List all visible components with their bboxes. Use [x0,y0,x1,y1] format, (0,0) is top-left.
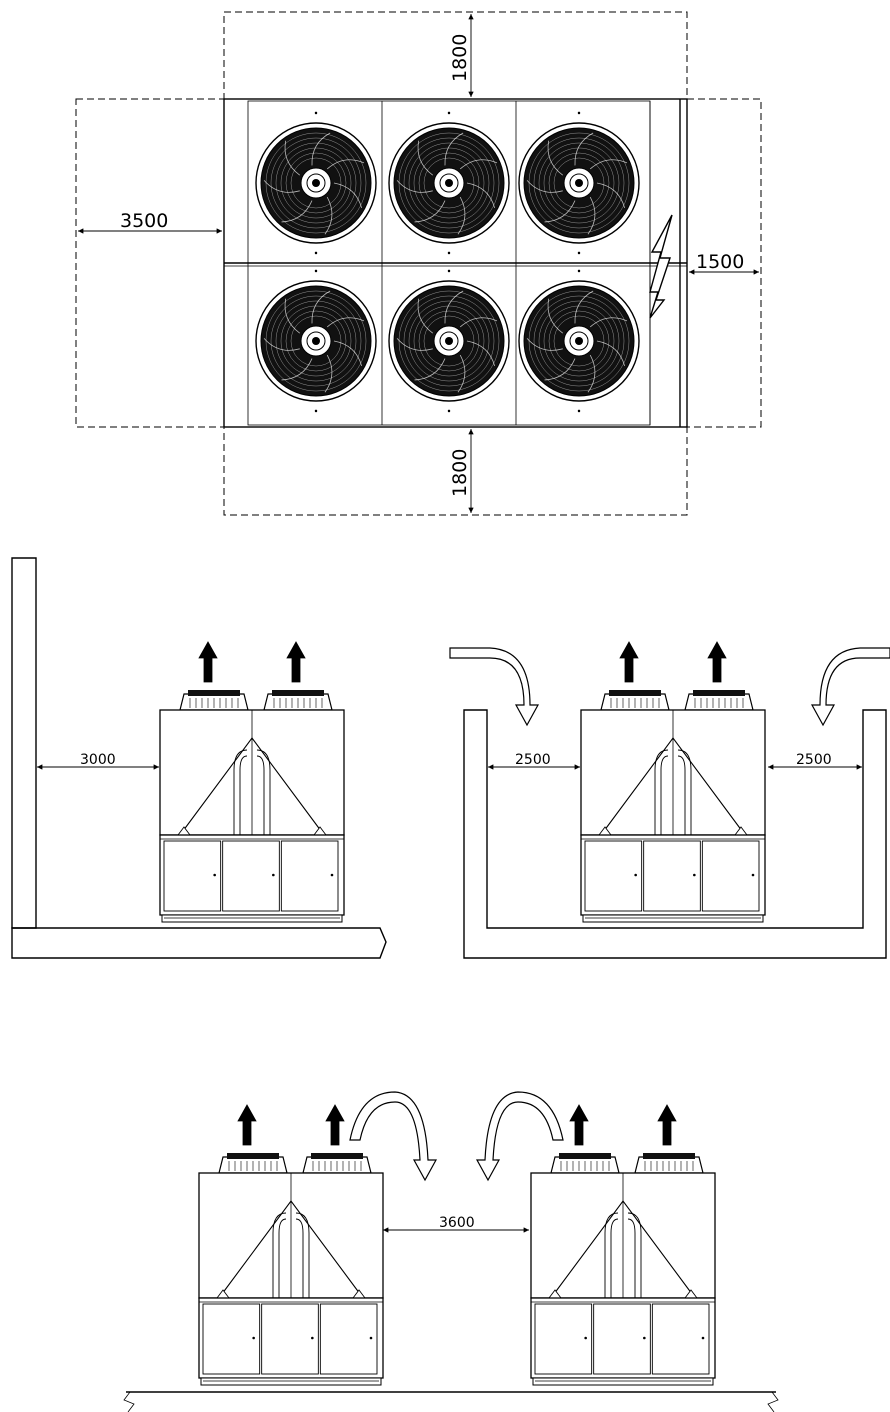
airflow-arrow-icon [325,1104,345,1146]
dimension-top-label: 1800 [449,34,471,82]
dimension-left-wall-label: 2500 [515,752,551,768]
airflow-arrow-icon [657,1104,677,1146]
dimension-left-wall: 2500 [488,752,580,770]
unit-elevation [580,641,766,923]
dimension-unit-spacing-label: 3600 [439,1215,475,1231]
incoming-air-arrow-left [449,647,540,727]
fan-group [255,111,640,413]
fan-icon [255,269,377,413]
fan-icon [255,111,377,255]
recirculation-arrow-left [349,1091,438,1182]
plan-view: 1800 1800 3500 1500 [75,11,762,516]
dimension-right-wall: 2500 [768,752,862,770]
airflow-arrow-icon [286,641,306,683]
elevation-walls-both-sides: 2500 2500 [449,641,890,959]
dimension-bottom: 1800 [449,429,474,513]
fan-icon [388,269,510,413]
dimension-right-wall-label: 2500 [796,752,832,768]
incoming-air-arrow-right [810,647,890,727]
dimension-wall-distance: 3000 [37,752,159,770]
dimension-unit-spacing: 3600 [383,1215,529,1233]
airflow-arrow-icon [619,641,639,683]
fan-icon [388,111,510,255]
floor-slab [11,927,387,959]
dimension-left-label: 3500 [120,210,168,232]
dimension-bottom-label: 1800 [449,449,471,497]
clearance-zone-left [75,98,225,428]
airflow-arrow-icon [198,641,218,683]
floor-slab-with-walls [463,709,887,959]
airflow-arrow-icon [707,641,727,683]
unit-elevation [530,1104,716,1386]
airflow-arrow-icon [237,1104,257,1146]
lightning-bolt-icon [649,214,673,319]
elevation-wall-one-side: 3000 [11,557,387,959]
airflow-arrow-icon [569,1104,589,1146]
elevation-two-units: 3600 [123,1091,779,1412]
dimension-wall-distance-label: 3000 [80,752,116,768]
recirculation-arrow-right [475,1091,564,1182]
dimension-left: 3500 [78,210,222,234]
wall [11,557,37,929]
dimension-right-label: 1500 [696,251,744,273]
dimension-top: 1800 [449,13,474,97]
fan-icon [518,269,640,413]
fan-icon [518,111,640,255]
unit-elevation [159,641,345,923]
dimension-right: 1500 [689,251,759,275]
unit-elevation [198,1104,384,1386]
